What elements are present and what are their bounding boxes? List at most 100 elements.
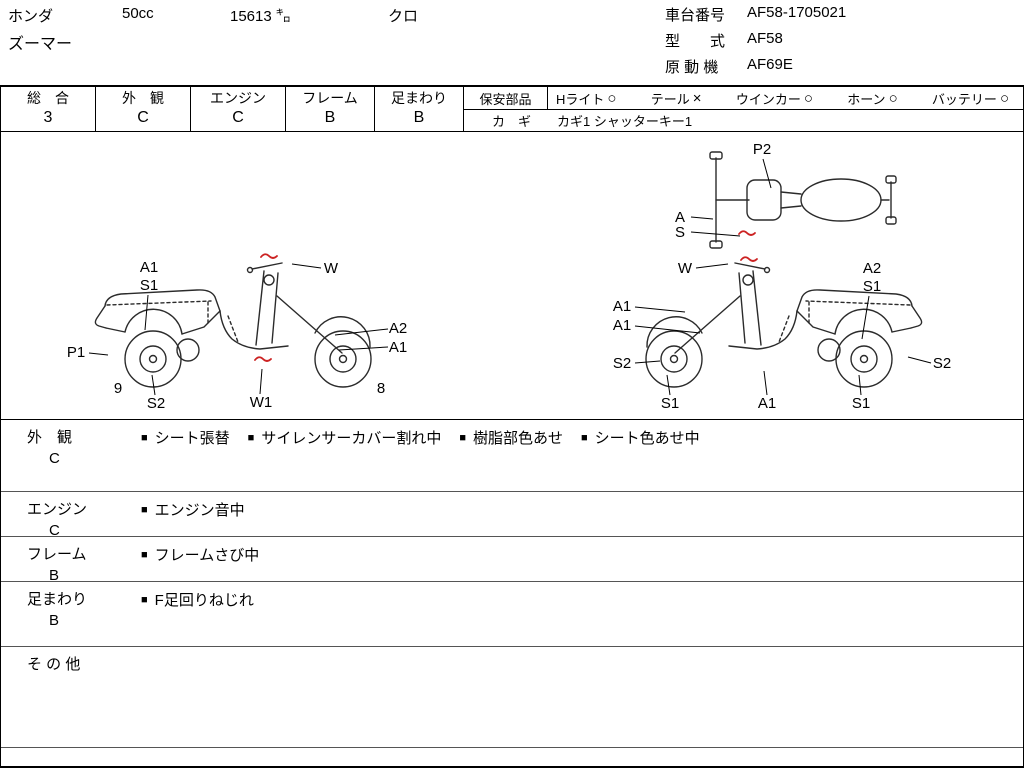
damage-label: A1 <box>389 339 407 356</box>
damage-label: S2 <box>933 355 951 372</box>
leader-line <box>690 216 714 220</box>
safety-parts-label: 保安部品 <box>464 87 548 109</box>
grade-overall-value: 3 <box>43 108 53 126</box>
comment-items: ■シート張替 ■サイレンサーカバー割れ中 ■樹脂部色あせ ■シート色あせ中 <box>141 420 1023 491</box>
grade-undercarriage-value: B <box>413 108 425 126</box>
model-code-label: 型 式 <box>665 33 726 50</box>
keys-label: カ ギ <box>492 114 532 129</box>
status-mark-circle: ○ <box>888 89 898 107</box>
header: ホンダ 50cc 15613 ㌔ クロ ズーマー 車台番号 AF58-17050… <box>0 0 1024 85</box>
model-code-row: 型 式 AF58 <box>665 30 846 51</box>
safety-item-battery: バッテリー ○ <box>932 89 1009 108</box>
damage-label: W1 <box>250 394 273 411</box>
damage-mark-left-floor <box>254 356 272 362</box>
vehicle-color: クロ <box>388 8 419 25</box>
bullet-icon: ■ <box>141 593 148 606</box>
damage-label: A1 <box>613 298 631 315</box>
damage-label: S1 <box>661 395 679 412</box>
comment-section-grade: C <box>49 450 60 467</box>
leader-line <box>858 374 862 396</box>
safety-item-name: ウインカー <box>735 91 801 107</box>
grade-exterior-label: 外 観 <box>122 90 164 107</box>
safety-item-name: ホーン <box>847 91 886 107</box>
leader-line <box>634 306 686 313</box>
damage-label: A2 <box>863 260 881 277</box>
comment-item: ■ フレームさび中 <box>141 544 259 565</box>
comment-text: F足回りねじれ <box>154 592 254 609</box>
damage-label: 9 <box>114 380 122 397</box>
grade-frame-label: フレーム <box>302 90 358 107</box>
damage-label: W <box>678 260 693 277</box>
safety-item-horn: ホーン ○ <box>847 89 897 108</box>
safety-item-tail: テール × <box>651 89 702 108</box>
grade-cell-engine: エンジン C <box>191 87 286 131</box>
leader-line <box>634 325 701 334</box>
comment-row-exterior: 外 観 C ■シート張替 ■サイレンサーカバー割れ中 ■樹脂部色あせ ■シート色… <box>1 420 1023 492</box>
engine-displacement: 50cc <box>122 5 154 22</box>
model-name: ズーマー <box>8 36 73 53</box>
damage-label: A <box>675 209 685 226</box>
damage-mark-top-view <box>738 230 756 236</box>
comment-row-frame: フレーム B ■ フレームさび中 <box>1 537 1023 584</box>
leader-line <box>763 370 768 396</box>
comment-section-grade: B <box>49 567 60 584</box>
safety-item-name: テール <box>650 91 690 107</box>
bullet-icon: ■ <box>141 431 148 444</box>
comment-item: ■サイレンサーカバー割れ中 <box>248 427 442 448</box>
comment-row-other: そ の 他 <box>1 647 1023 748</box>
grade-cell-frame: フレーム B <box>286 87 375 131</box>
damage-label: A2 <box>389 320 407 337</box>
damage-mark-right-handlebar <box>740 256 758 262</box>
grade-exterior-value: C <box>137 108 149 126</box>
leader-line <box>666 374 671 396</box>
comment-item: ■エンジン音中 <box>141 499 245 520</box>
bullet-icon: ■ <box>141 548 148 561</box>
status-mark-cross: × <box>692 89 702 107</box>
leader-line <box>695 263 729 269</box>
comment-item: ■シート色あせ中 <box>581 427 700 448</box>
leader-line <box>144 294 149 331</box>
comment-text: フレームさび中 <box>154 547 260 564</box>
leader-line <box>334 328 389 336</box>
engine-code-value: AF69E <box>747 56 793 73</box>
comment-items: ■ F足回りねじれ <box>141 582 1023 646</box>
comment-section-grade: B <box>49 612 60 629</box>
comment-section-name: フレーム <box>27 546 87 563</box>
comment-section-grade: C <box>49 522 60 539</box>
safety-item-name: Hライト <box>556 91 605 107</box>
leader-line <box>907 356 932 364</box>
damage-diagram: A1 S1 W A2 A1 P1 9 S2 W1 8 P2 A S W A1 A… <box>1 132 1023 420</box>
keys-value: カギ1 シャッターキー1 <box>557 114 693 129</box>
scooter-top-view <box>709 151 897 249</box>
comment-row-undercarriage: 足まわり B ■F足回りねじれ <box>1 582 1023 647</box>
comment-item: ■ F足回りねじれ <box>141 589 254 610</box>
comment-label-block: エンジン C <box>1 492 141 539</box>
leader-line <box>762 158 772 189</box>
leader-line <box>88 352 109 356</box>
damage-label: S2 <box>613 355 631 372</box>
comment-text: シート色あせ中 <box>594 430 700 447</box>
footer-strip <box>1 748 1023 766</box>
model-code-value: AF58 <box>747 30 783 47</box>
grade-frame-value: B <box>324 108 336 126</box>
keys-row: カ ギ カギ1 シャッターキー1 <box>464 110 1023 131</box>
safety-item-headlight: Hライト ○ <box>556 89 616 108</box>
damage-label: A1 <box>758 395 776 412</box>
comment-items <box>141 647 1023 747</box>
damage-label: A1 <box>140 259 158 276</box>
comment-row-engine: エンジン C ■エンジン音中 <box>1 492 1023 539</box>
comment-section-name: エンジン <box>27 501 88 518</box>
damage-label: W <box>324 260 339 277</box>
leader-line <box>151 374 156 396</box>
grade-engine-label: エンジン <box>210 90 266 107</box>
comment-text: エンジン音中 <box>154 502 245 519</box>
scooter-left-side-view <box>94 262 372 388</box>
mileage-value: 15613 ㌔ <box>230 8 291 25</box>
grade-cell-exterior: 外 観 C <box>96 87 191 131</box>
damage-label: P1 <box>67 344 85 361</box>
comment-text: 樹脂部色あせ <box>473 430 564 447</box>
damage-label: P2 <box>753 141 771 158</box>
grade-overall-label: 総 合 <box>27 90 69 107</box>
comment-items: ■ フレームさび中 <box>141 537 1023 581</box>
chassis-number-value: AF58-1705021 <box>747 4 847 21</box>
